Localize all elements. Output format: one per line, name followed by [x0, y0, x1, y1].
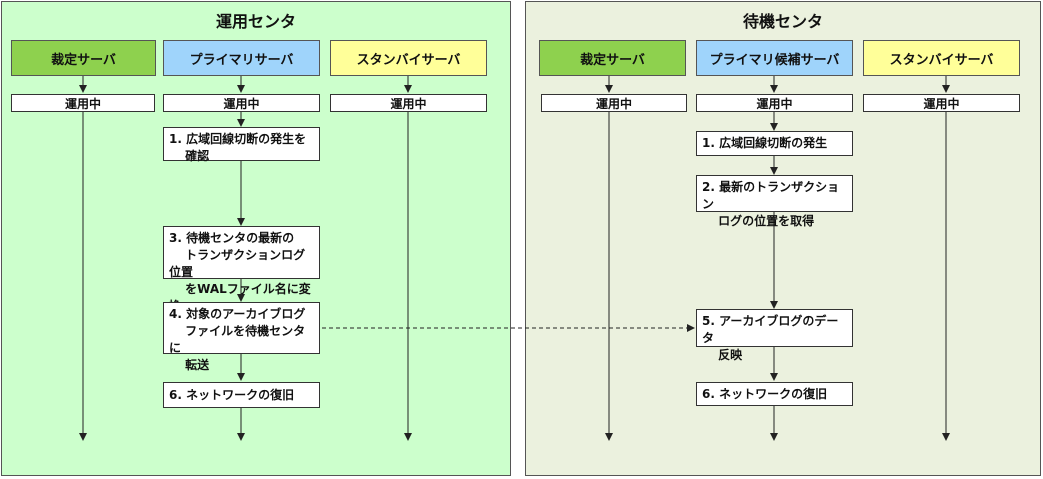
standby-center-title: 待機センタ [742, 12, 823, 31]
active-arbiter-server-label: 裁定サーバ [51, 52, 116, 68]
active-primary-server: プライマリサーバ [163, 40, 320, 76]
standby-arbiter-server: 裁定サーバ [539, 40, 686, 76]
standby-primary-candidate-server-label: プライマリ候補サーバ [709, 52, 840, 68]
active-step-4: 4. 対象のアーカイブログ ファイルを待機センタに 転送 [163, 302, 320, 372]
standby-primary-candidate-server: プライマリ候補サーバ [696, 40, 853, 76]
standby-primary-candidate-status: 運用中 [696, 94, 853, 112]
active-standby-server-label: スタンバイサーバ [356, 52, 461, 68]
active-arbiter-server: 裁定サーバ [11, 40, 156, 76]
active-arbiter-status: 運用中 [11, 94, 155, 112]
standby-arbiter-server-label: 裁定サーバ [580, 52, 645, 68]
standby-arbiter-status: 運用中 [541, 94, 687, 112]
standby-step-5: 5. アーカイブログのデータ 反映 [696, 309, 853, 362]
active-step-3: 3. 待機センタの最新の トランザクションログ位置 をWALファイル名に変換 [163, 226, 320, 313]
standby-standby-server-label: スタンバイサーバ [889, 52, 994, 68]
active-center-title: 運用センタ [215, 12, 296, 31]
standby-step-1: 1. 広域回線切断の発生 [696, 131, 853, 156]
standby-standby-server: スタンバイサーバ [863, 40, 1020, 76]
standby-standby-status: 運用中 [863, 94, 1020, 112]
standby-step-6: 6. ネットワークの復旧 [696, 382, 853, 406]
active-step-1: 1. 広域回線切断の発生を 確認 [163, 127, 320, 163]
active-primary-server-label: プライマリサーバ [189, 52, 294, 68]
active-standby-status: 運用中 [330, 94, 487, 112]
standby-step-2: 2. 最新のトランザクション ログの位置を取得 [696, 175, 853, 228]
active-step-6: 6. ネットワークの復旧 [163, 382, 320, 408]
active-standby-server: スタンバイサーバ [330, 40, 487, 76]
active-primary-status: 運用中 [163, 94, 320, 112]
